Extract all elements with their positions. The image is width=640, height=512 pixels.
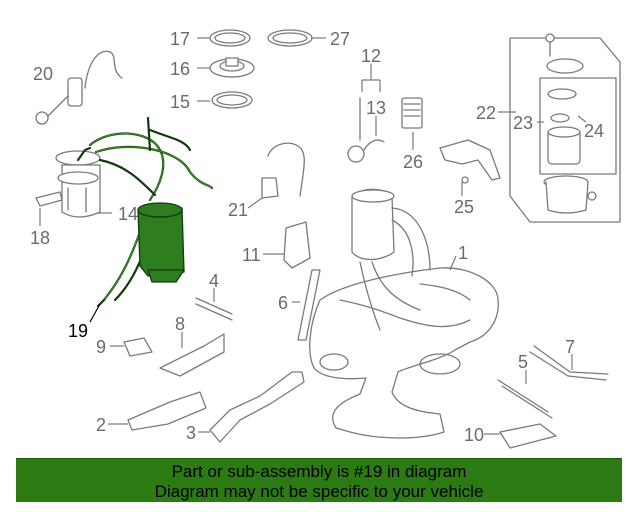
callout-16: 16	[170, 59, 190, 79]
callout-23: 23	[513, 113, 533, 133]
part-3-strap	[209, 371, 305, 443]
parts-diagram: 17 27 16 15 12 13 20 22 23 24 26 25 14 2…	[30, 29, 621, 449]
callout-6: 6	[278, 293, 288, 313]
callout-19: 19	[68, 321, 88, 341]
part-4-strap	[195, 297, 233, 321]
part-17-gasket	[209, 29, 251, 47]
callout-20: 20	[33, 64, 53, 84]
callout-11: 11	[242, 245, 261, 265]
info-banner: Part or sub-assembly is #19 in diagram D…	[16, 458, 622, 502]
part-2-shield	[127, 391, 207, 431]
part-21-clip	[261, 142, 305, 199]
part-10-shield	[499, 423, 557, 449]
callout-4: 4	[209, 271, 219, 291]
callout-9: 9	[96, 337, 106, 357]
part-9-clip	[123, 337, 153, 357]
part-25-bracket	[439, 139, 501, 184]
part-14-fuel-pump-module	[55, 150, 101, 218]
part-11-shield	[283, 221, 311, 269]
banner-line-1: Part or sub-assembly is #19 in diagram	[171, 462, 467, 481]
callout-17: 17	[170, 29, 190, 49]
callout-3: 3	[186, 423, 196, 443]
banner-line-2: Diagram may not be specific to your vehi…	[154, 482, 484, 501]
callout-10: 10	[464, 425, 484, 445]
callout-2: 2	[96, 415, 106, 435]
callout-5: 5	[518, 352, 528, 372]
callout-15: 15	[170, 92, 190, 112]
callout-18: 18	[30, 228, 50, 248]
part-20-sensor	[35, 50, 123, 125]
callout-8: 8	[175, 314, 185, 334]
part-13-sensor	[347, 97, 385, 163]
part-15-seal-ring	[211, 91, 253, 109]
part-26-module	[401, 97, 423, 129]
part-5-strap	[497, 379, 553, 419]
part-16-lock-ring	[209, 57, 255, 78]
callout-1: 1	[458, 243, 468, 263]
part-19-highlighted-assembly	[76, 116, 214, 308]
callout-22: 22	[476, 103, 496, 123]
callout-24: 24	[584, 121, 604, 141]
callout-7: 7	[565, 337, 575, 357]
part-1-fuel-tank	[309, 188, 499, 439]
callout-labels: 17 27 16 15 12 13 20 22 23 24 26 25 14 2…	[30, 29, 604, 445]
part-18-bracket	[35, 191, 63, 207]
part-22-filter-kit	[509, 33, 621, 223]
part-27-gasket	[267, 29, 313, 47]
callout-12: 12	[361, 46, 381, 66]
part-8-shield	[159, 333, 225, 377]
callout-21: 21	[228, 200, 248, 220]
callout-26: 26	[403, 152, 423, 172]
callout-14: 14	[118, 204, 138, 224]
part-6-strap	[297, 269, 321, 341]
leader-lines	[39, 37, 587, 435]
callout-25: 25	[454, 197, 474, 217]
callout-27: 27	[330, 29, 350, 49]
part-7-strap	[529, 345, 609, 381]
callout-13: 13	[366, 98, 386, 118]
